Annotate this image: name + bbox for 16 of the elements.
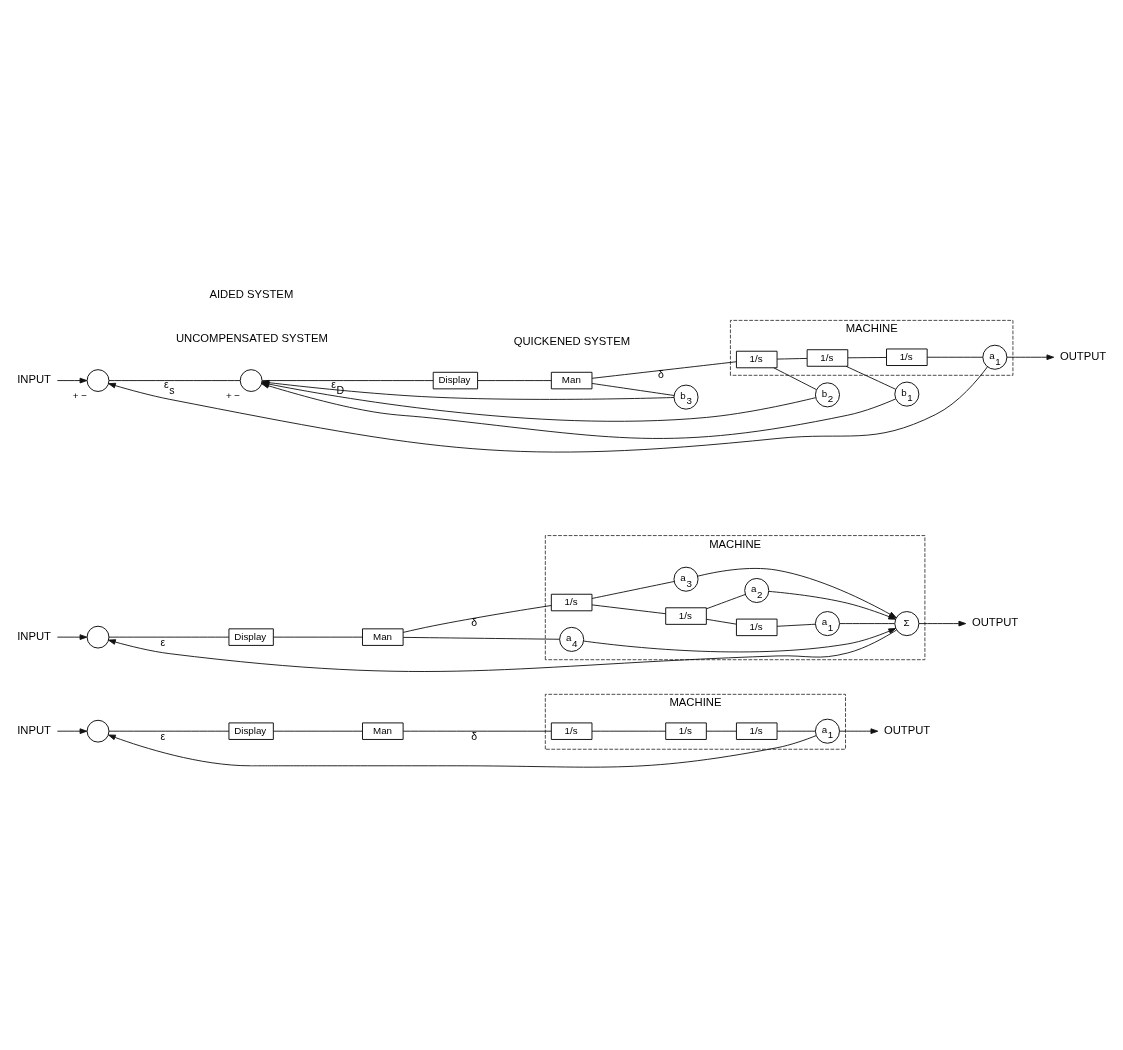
label: UNCOMPENSATED SYSTEM <box>175 331 328 344</box>
node-text: OUTPUT <box>971 616 1019 629</box>
node-label: + − <box>225 390 241 402</box>
node-text: INPUT <box>17 373 51 386</box>
edge-label: δ <box>471 729 478 742</box>
edge-label: ε <box>160 729 166 742</box>
node-text: INPUT <box>17 723 51 736</box>
edge-label: δ <box>471 616 478 629</box>
edge-label: δ <box>658 368 664 381</box>
node-text: INPUT <box>17 629 51 642</box>
node-label: + − <box>72 390 87 402</box>
node-text: OUTPUT <box>883 723 931 736</box>
node-text: OUTPUT <box>1059 349 1107 362</box>
edge-label: ε <box>160 635 166 648</box>
label: AIDED SYSTEM <box>209 288 294 301</box>
label: QUICKENED SYSTEM <box>513 334 631 347</box>
